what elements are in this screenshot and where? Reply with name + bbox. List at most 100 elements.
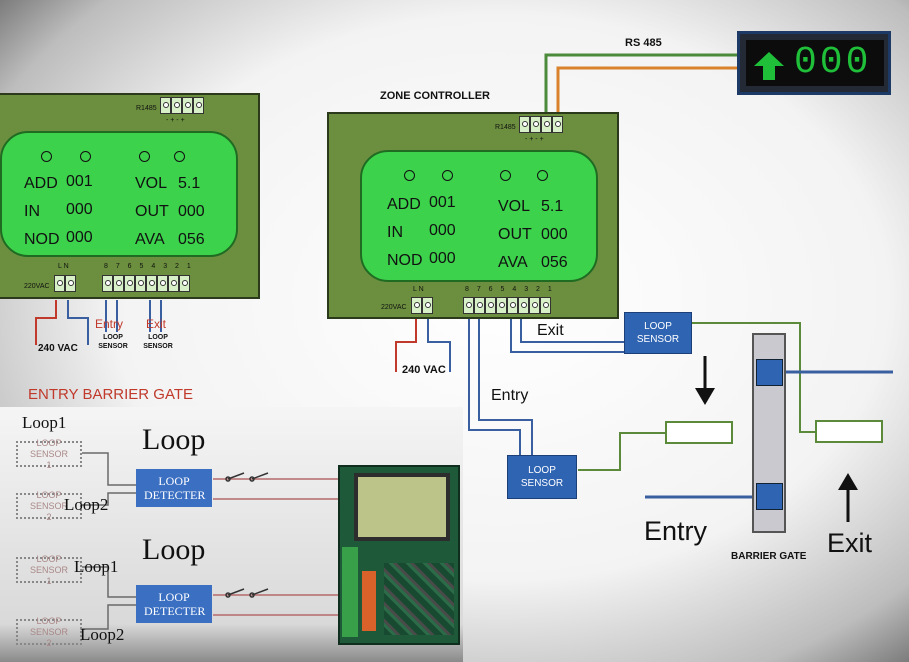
left-rs485-pins: - + - + bbox=[166, 117, 185, 124]
add-value: 001 bbox=[66, 173, 93, 190]
pcb-lcd bbox=[354, 473, 450, 541]
ava-label: AVA bbox=[135, 231, 165, 248]
add-label: ADD bbox=[387, 196, 421, 213]
down-arrow-icon bbox=[695, 356, 715, 405]
exit-wire-a bbox=[510, 312, 624, 353]
vol-label: VOL bbox=[498, 198, 531, 215]
led-indicator bbox=[139, 151, 150, 162]
loop-sensor-2: LOOP SENSOR 2 bbox=[16, 490, 82, 522]
nod-label: NOD bbox=[24, 231, 60, 248]
led-indicator bbox=[404, 170, 415, 181]
left-terminal-pins: 8 7 6 5 4 3 2 1 bbox=[104, 263, 194, 270]
left-rs485-label: R1485 bbox=[136, 105, 157, 112]
gate-sensor-upper bbox=[756, 359, 783, 386]
loop-sensor-label: LOOP SENSOR 1 bbox=[29, 553, 68, 586]
entry-loop bbox=[665, 421, 733, 444]
led-indicator bbox=[442, 170, 453, 181]
zone-terminal-pins: 8 7 6 5 4 3 2 1 bbox=[465, 286, 555, 293]
loop-sensor-label: LOOP SENSOR 1 bbox=[29, 437, 68, 470]
add-label: ADD bbox=[24, 175, 58, 192]
left-controller-board: R1485 - + - + ADD 001 IN 000 NOD 000 VOL… bbox=[0, 93, 260, 299]
inset-wiring bbox=[82, 452, 340, 630]
inset-loop1-label: Loop1 bbox=[22, 413, 67, 432]
entry-wire-label: Entry bbox=[491, 387, 529, 404]
zone-rs485-label: R1485 bbox=[495, 124, 516, 131]
left-rs485-terminal bbox=[160, 97, 204, 114]
vol-value: 5.1 bbox=[178, 175, 201, 192]
bottom-sensor-to-entry-loop bbox=[578, 432, 665, 471]
loop-sensor-label: LOOP SENSOR bbox=[520, 465, 564, 489]
out-label: OUT bbox=[498, 226, 532, 243]
zone-io-terminal bbox=[463, 297, 551, 314]
loop-sensor-1: LOOP SENSOR 1 bbox=[16, 554, 82, 586]
zone-supply-label: 240 VAC bbox=[402, 364, 446, 376]
led-indicator bbox=[80, 151, 91, 162]
loop-sensor-label: LOOP SENSOR 2 bbox=[29, 489, 68, 522]
zone-rs485-pins: - + - + bbox=[525, 136, 544, 143]
led-indicator bbox=[174, 151, 185, 162]
inset-loop2-label: Loop2 bbox=[80, 625, 125, 644]
zone-power-blue-wire bbox=[427, 312, 451, 372]
pcb-components bbox=[384, 563, 454, 635]
ava-label: AVA bbox=[498, 254, 528, 271]
gate-entry-label: Entry bbox=[644, 516, 708, 546]
left-power-pins: L N bbox=[58, 263, 69, 270]
exit-loop bbox=[815, 420, 883, 443]
left-supply-label: 240 VAC bbox=[38, 343, 78, 354]
pcb-relays bbox=[362, 571, 376, 631]
entry-wire-b bbox=[478, 312, 533, 456]
led-indicator bbox=[500, 170, 511, 181]
loop-detector-label: LOOP DETECTER bbox=[144, 590, 206, 618]
vol-label: VOL bbox=[135, 175, 168, 192]
nod-label: NOD bbox=[387, 252, 423, 269]
left-io-terminal bbox=[102, 275, 190, 292]
controller-pcb bbox=[338, 465, 460, 645]
out-value: 000 bbox=[178, 203, 205, 220]
left-power-red-wire bbox=[35, 300, 57, 345]
zone-controller-board: R1485 - + - + ADD 001 IN 000 NOD 000 VOL… bbox=[327, 112, 619, 319]
in-label: IN bbox=[387, 224, 403, 241]
up-arrow-icon bbox=[754, 52, 784, 80]
nod-value: 000 bbox=[66, 229, 93, 246]
left-loop-sensor-exit: LOOP SENSOR bbox=[143, 334, 173, 350]
loop-detector: LOOP DETECTER bbox=[136, 585, 212, 623]
exit-wire-b bbox=[520, 312, 624, 343]
led-indicator bbox=[41, 151, 52, 162]
pcb-terminal-strip bbox=[342, 547, 358, 637]
in-label: IN bbox=[24, 203, 40, 220]
vol-value: 5.1 bbox=[541, 198, 564, 215]
out-label: OUT bbox=[135, 203, 169, 220]
barrier-gate-label: BARRIER GATE bbox=[731, 551, 807, 562]
top-sensor-to-exit-loop bbox=[692, 322, 815, 433]
inset-loop-heading: Loop bbox=[142, 533, 206, 566]
zone-controller-screen: ADD 001 IN 000 NOD 000 VOL 5.1 OUT 000 A… bbox=[360, 150, 598, 282]
add-value: 001 bbox=[429, 194, 456, 211]
rs485-bus-label: RS 485 bbox=[625, 37, 662, 49]
out-value: 000 bbox=[541, 226, 568, 243]
zone-power-label: 220VAC bbox=[381, 304, 407, 311]
section-title: ENTRY BARRIER GATE bbox=[28, 386, 194, 403]
rs485-orange-wire bbox=[556, 66, 740, 118]
gate-exit-label: Exit bbox=[827, 528, 873, 558]
nod-value: 000 bbox=[429, 250, 456, 267]
in-value: 000 bbox=[66, 201, 93, 218]
left-controller-screen: ADD 001 IN 000 NOD 000 VOL 5.1 OUT 000 A… bbox=[0, 131, 238, 257]
loop-detector-inset: Loop1 Loop LOOP SENSOR 1 LOOP SENSOR 2 L… bbox=[0, 407, 463, 662]
zone-power-terminal bbox=[411, 297, 433, 314]
gate-sensor-lower bbox=[756, 483, 783, 510]
counter-value: 000 bbox=[794, 41, 872, 84]
loop-sensor-label: LOOP SENSOR bbox=[636, 321, 680, 345]
loop-sensor-2: LOOP SENSOR 2 bbox=[16, 616, 82, 648]
exit-wire-label: Exit bbox=[537, 322, 564, 339]
left-loop-sensor-entry: LOOP SENSOR bbox=[98, 334, 128, 350]
rs485-green-wire bbox=[544, 53, 740, 118]
zone-power-red-wire bbox=[395, 312, 417, 372]
loop-detector-label: LOOP DETECTER bbox=[144, 474, 206, 502]
loop-detector: LOOP DETECTER bbox=[136, 469, 212, 507]
loop-sensor-exit: LOOP SENSOR bbox=[624, 312, 692, 354]
loop-sensor-1: LOOP SENSOR 1 bbox=[16, 438, 82, 470]
left-power-blue-wire bbox=[67, 300, 89, 345]
inset-loop1-label: Loop1 bbox=[74, 557, 119, 576]
